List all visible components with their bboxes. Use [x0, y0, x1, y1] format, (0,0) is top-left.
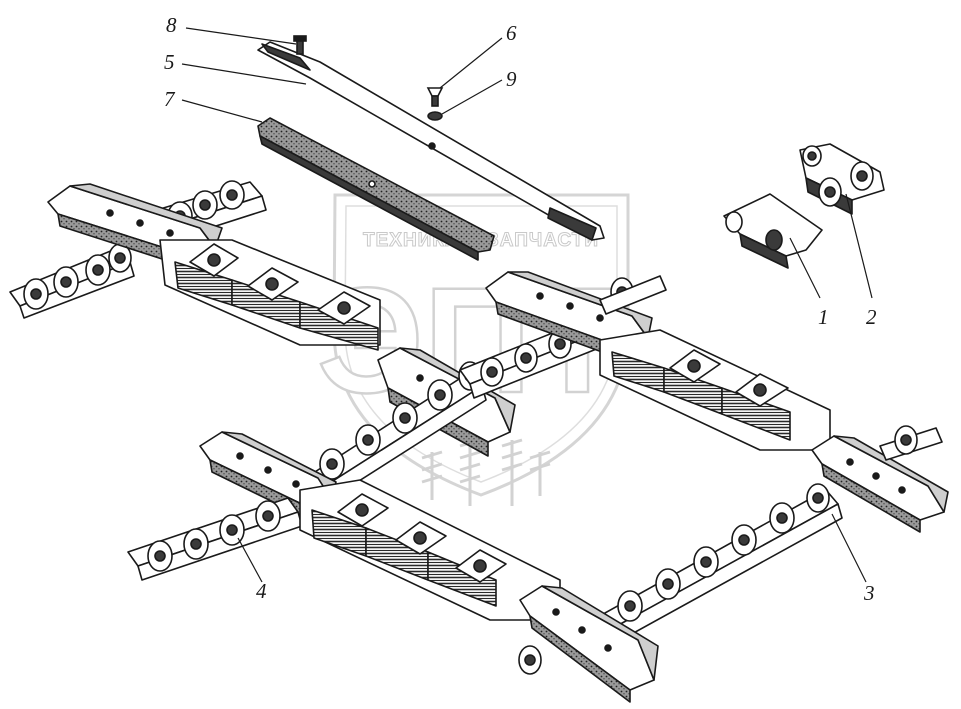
scraper-bottom — [518, 585, 659, 703]
part-9-washer — [427, 111, 443, 121]
part-8-bolt — [293, 35, 307, 55]
part-5-strip — [257, 41, 605, 241]
leader-5 — [181, 63, 307, 85]
callout-9: 9 — [506, 67, 517, 91]
chain-right-stub — [879, 425, 943, 461]
callout-3: 3 — [863, 581, 875, 605]
leader-8 — [185, 27, 297, 45]
part-1-link — [723, 193, 823, 269]
callout-1: 1 — [818, 305, 829, 329]
callout-6: 6 — [506, 21, 517, 45]
leader-6 — [439, 37, 503, 89]
part-6-bolt — [426, 87, 444, 107]
leader-1 — [789, 237, 821, 299]
callout-2: 2 — [866, 305, 877, 329]
leader-7 — [181, 99, 263, 123]
callout-5: 5 — [164, 50, 175, 74]
part-7-plate — [257, 117, 495, 261]
leader-4 — [237, 537, 263, 583]
part-2-roller-link — [799, 143, 885, 215]
scraper-right — [811, 435, 949, 533]
conveyor-assembly — [9, 180, 949, 703]
callout-7: 7 — [164, 87, 176, 111]
chain-upper-right-stub — [599, 275, 667, 315]
leader-3 — [831, 513, 867, 583]
leader-lines — [181, 27, 873, 583]
callout-8: 8 — [166, 13, 177, 37]
leader-2 — [845, 193, 873, 299]
callout-labels: 8 5 7 6 9 1 2 3 4 — [164, 13, 877, 605]
chain-right — [595, 483, 843, 647]
leader-9 — [441, 79, 503, 115]
plate-band-right — [599, 329, 831, 451]
chain-lower-left — [127, 497, 303, 581]
plate-band-row1 — [159, 239, 381, 351]
chain-top-left-lower — [9, 243, 135, 319]
plate-band-lower — [299, 479, 561, 621]
callout-4: 4 — [256, 579, 267, 603]
